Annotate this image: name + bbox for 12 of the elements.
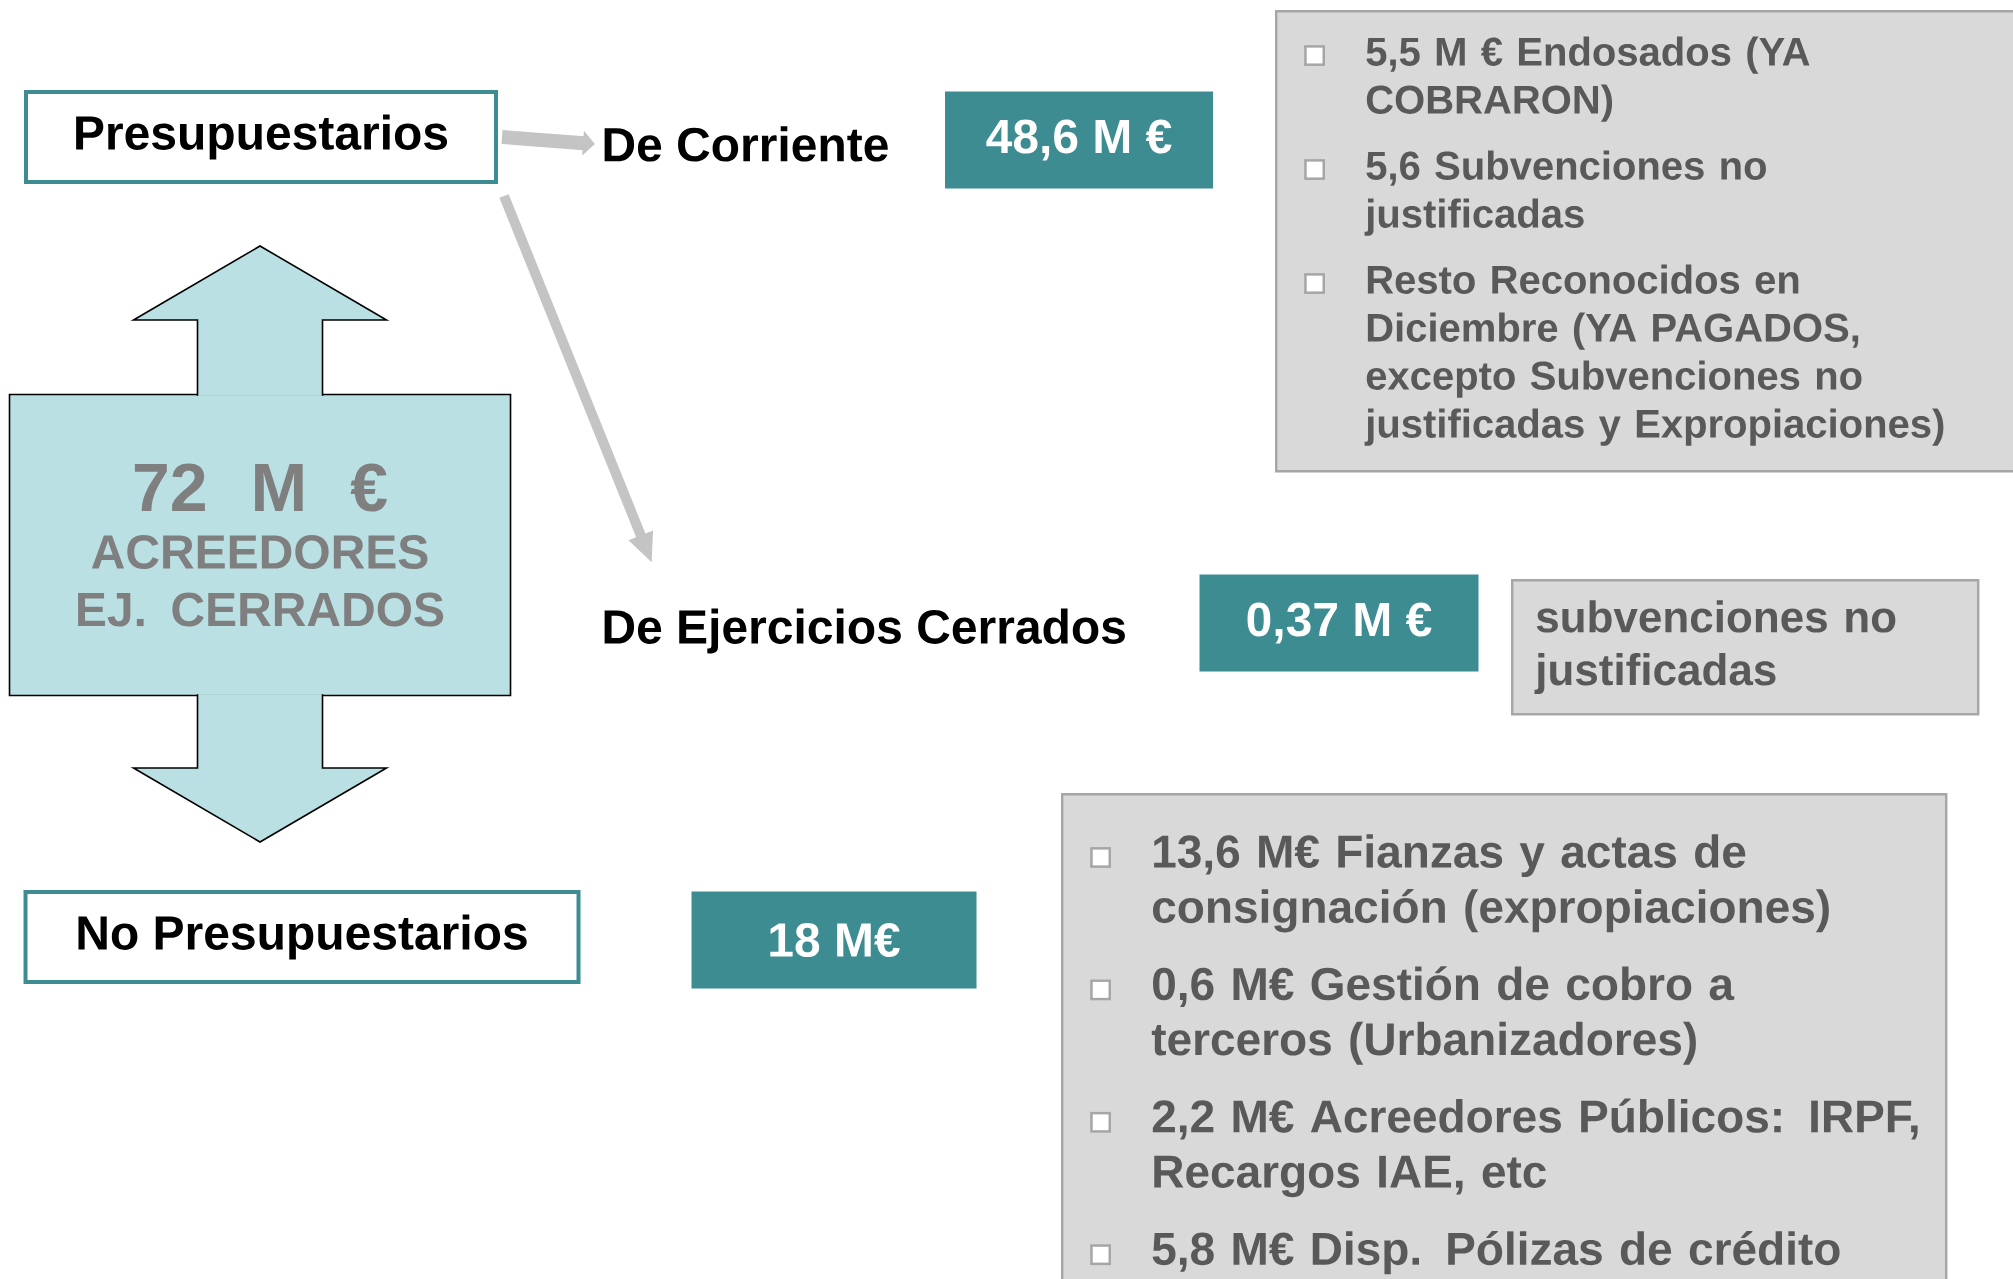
amount-box: 18 M€	[691, 891, 977, 989]
amount-box: 0,37 M €	[1199, 574, 1479, 672]
category-box: No Presupuestarios	[23, 890, 581, 984]
amount-box: 48,6 M €	[945, 91, 1213, 189]
category-label: De Ejercicios Cerrados	[604, 608, 1125, 654]
detail-box: 5,5 M € Endosados (YA COBRARON) 5,6 Subvenciones no justificadas Resto Reconocidos en Diciembre (YA PAGADOS, excepto Subvenciones no justificadas y Expropiaciones)	[1275, 10, 2013, 473]
block-arrow	[130, 693, 390, 843]
category-label: De Corriente	[604, 126, 888, 162]
category-box: Presupuestarios	[24, 90, 498, 184]
detail-box: 13,6 M€ Fianzas y actas de consignación (expropiaciones) 0,6 M€ Gestión de cobro a terceros (Urbanizadores) 2,2 M€ Acreedores Públicos: IRPF, Recargos IAE, etc 5,8 M€ Disp. Pólizas de crédito	[1061, 793, 1948, 1279]
note-box: subvenciones no justificadas	[1511, 579, 1980, 716]
block-arrow	[130, 245, 390, 397]
